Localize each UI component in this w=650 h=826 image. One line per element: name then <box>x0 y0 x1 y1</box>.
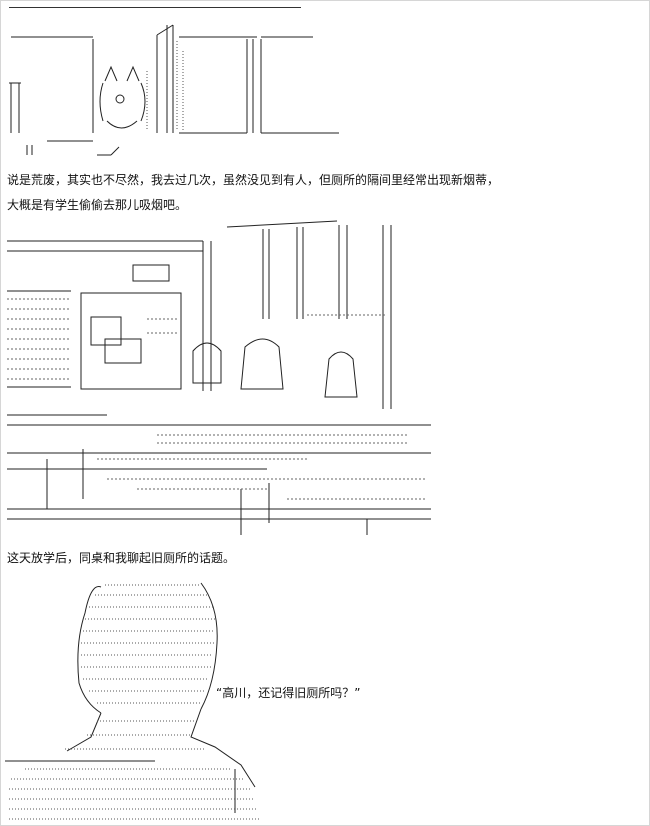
classroom-scene-art <box>7 219 435 539</box>
narration-line-2: 大概是有学生偷偷去那儿吸烟吧。 <box>7 198 188 212</box>
narration-line-1: 说是荒废，其实也不尽然，我去过几次，虽然没见到有人，但厕所的隔间里经常出现新烟蒂… <box>7 173 500 187</box>
dialogue-line: “高川，还记得旧厕所吗？” <box>216 686 361 700</box>
narration-line-3: 这天放学后，同桌和我聊起旧厕所的话题。 <box>7 551 236 565</box>
seatmate-silhouette-art <box>5 573 275 823</box>
toilet-stall-cat-art <box>7 21 347 161</box>
top-divider <box>9 7 301 8</box>
